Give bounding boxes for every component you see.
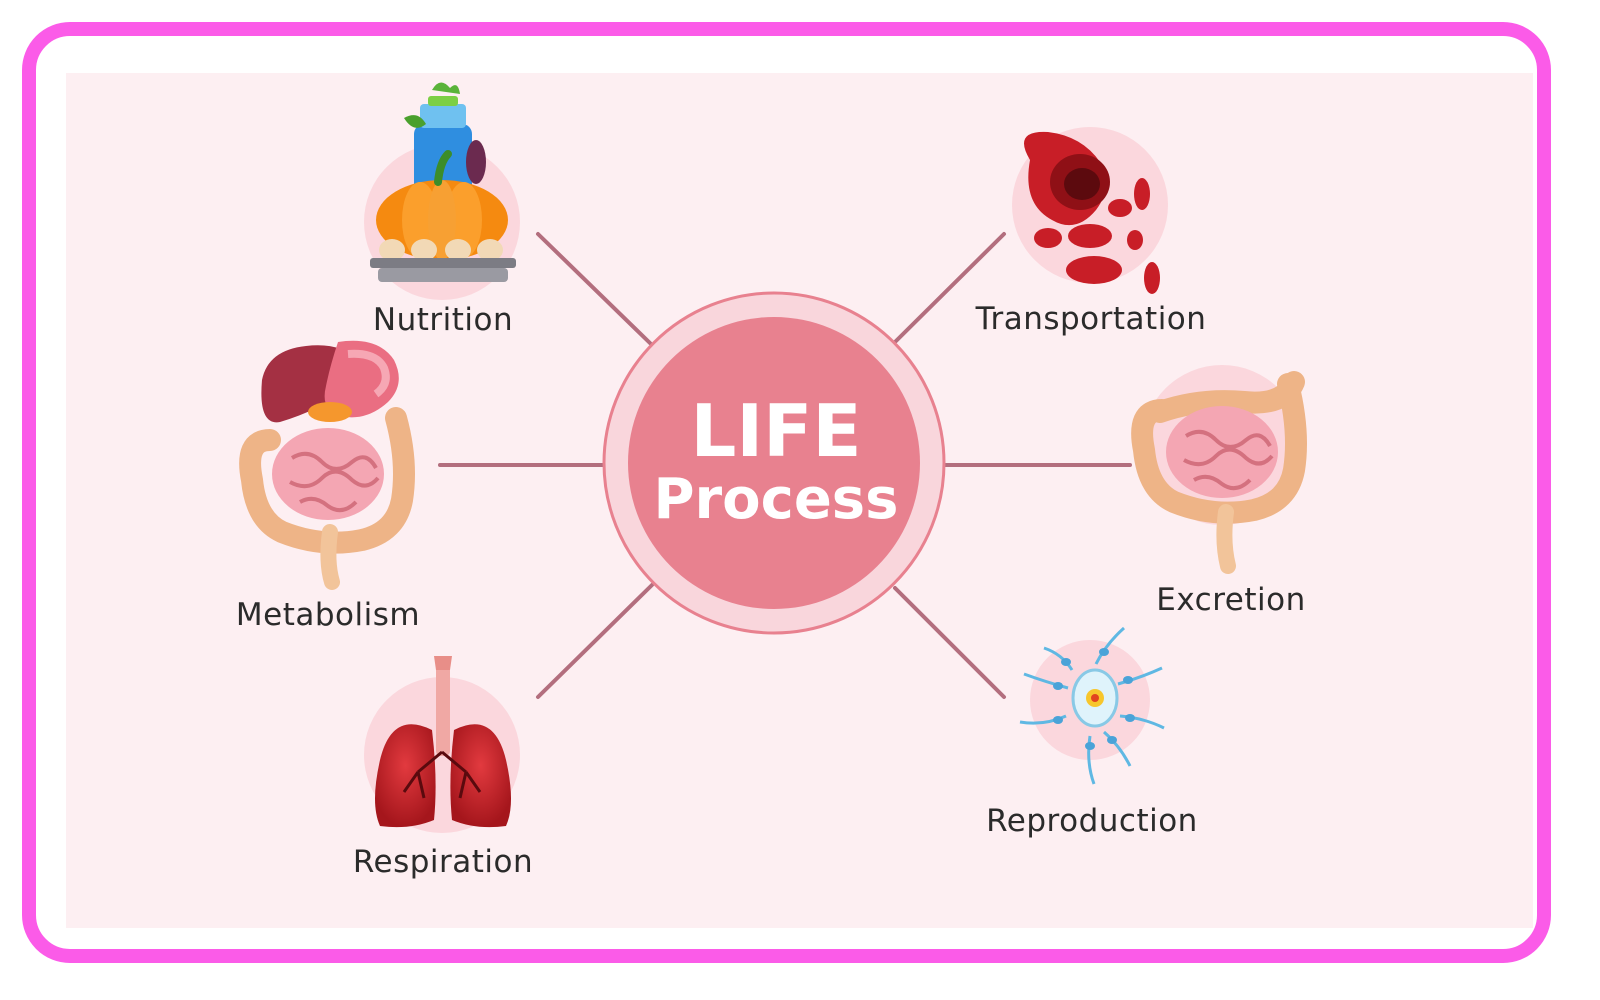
blood-vessel-icon — [1012, 127, 1168, 294]
node-label-respiration: Respiration — [353, 844, 533, 880]
connector-lines — [438, 232, 1132, 699]
connector-respiration — [536, 583, 654, 699]
egg-sperm-icon — [1019, 626, 1165, 785]
node-label-nutrition: Nutrition — [373, 302, 513, 338]
intestine-icon — [1131, 365, 1307, 574]
node-label-transportation: Transportation — [975, 301, 1207, 337]
connector-transportation — [893, 232, 1006, 344]
center-title-line2: Process — [654, 467, 899, 532]
node-label-excretion: Excretion — [1156, 582, 1305, 618]
center-node: LIFE Process — [602, 291, 946, 635]
center-title-line1: LIFE — [690, 389, 861, 473]
connector-reproduction — [893, 586, 1006, 699]
food-icon — [364, 82, 520, 300]
lungs-icon — [364, 656, 520, 833]
node-label-metabolism: Metabolism — [236, 597, 420, 633]
node-label-reproduction: Reproduction — [986, 803, 1198, 839]
connector-nutrition — [536, 232, 654, 347]
digestive-system-icon — [239, 340, 415, 590]
center-inner-circle — [628, 317, 920, 609]
